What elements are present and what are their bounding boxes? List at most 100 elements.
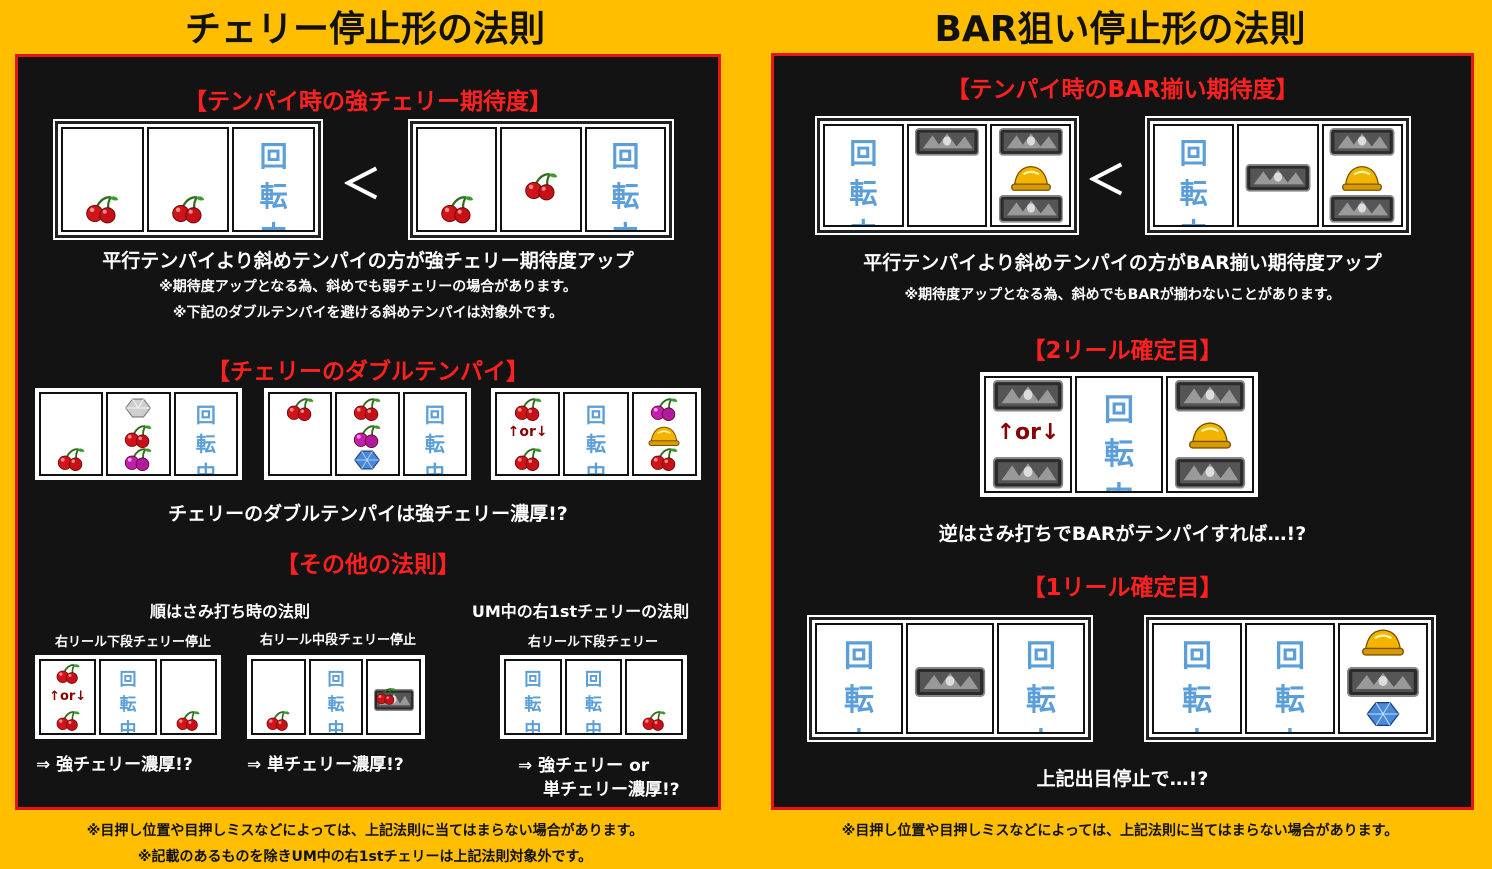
cherry-icon	[649, 447, 679, 471]
rotating-char: 転	[424, 431, 445, 456]
rotating-char: 回	[327, 670, 345, 691]
result-um-line1: ⇒ 強チェリー or	[518, 756, 650, 776]
reel: ↑or↓	[495, 392, 561, 476]
reel-set-1reel-b: 回転中 回転中	[1144, 615, 1436, 742]
reel-set-double-2: 回転中	[264, 388, 471, 480]
reel-set-2reel: ↑or↓ 回転中	[980, 372, 1258, 497]
left-footnote-2: ※記載のあるものを除きUM中の右1stチェリーは上記法則対象外です。	[137, 849, 593, 865]
right-title: BAR狙い停止形の法則	[934, 9, 1306, 50]
reel-rotating: 回転中	[308, 659, 364, 735]
rotating-char: 回	[585, 670, 602, 691]
bar-icon	[1330, 195, 1395, 223]
bell-icon	[1340, 164, 1384, 192]
cherry-icon	[439, 194, 475, 224]
reel	[500, 127, 582, 232]
reel	[625, 659, 684, 735]
rotating-char: 転	[524, 695, 542, 716]
reel	[990, 124, 1072, 227]
reel	[366, 659, 422, 735]
blue-gem-icon	[1364, 700, 1402, 728]
rotating-char: 転	[585, 695, 602, 716]
left-section-strong-cherry: 【テンパイ時の強チェリー期待度】	[184, 89, 552, 115]
reel-set-double-1: 回転中	[35, 388, 242, 480]
rotating-char: 転	[1104, 436, 1134, 472]
rotating-char: 転	[195, 431, 216, 456]
bell-icon	[1360, 627, 1406, 657]
reel	[631, 392, 697, 476]
bar-icon	[993, 457, 1064, 489]
result-um-line2: 単チェリー濃厚!?	[543, 780, 680, 800]
up-or-down-text: ↑or↓	[49, 689, 87, 704]
white-gem-icon	[123, 397, 153, 419]
reel	[159, 659, 217, 735]
left-panel: 【テンパイ時の強チェリー期待度】 回転中 ＜ 回転中 平行テンパイより斜めテンパ…	[15, 54, 721, 810]
reel	[146, 127, 230, 232]
rotating-char: 回	[119, 670, 137, 691]
cherry-icon	[84, 194, 120, 224]
reel	[416, 127, 498, 232]
rotating-char: 転	[585, 431, 606, 456]
rotating-char: 中	[260, 215, 288, 230]
cherry-icon	[55, 663, 81, 684]
cherry-icon	[375, 687, 397, 705]
cherry-icon	[123, 424, 153, 448]
rotating-char: 中	[611, 215, 639, 230]
bar-icon	[998, 195, 1062, 223]
rotating-char: 中	[1026, 719, 1056, 732]
rotating-char: 回	[611, 140, 640, 174]
rotating-char: 転	[119, 695, 137, 716]
rotating-char: 中	[195, 460, 216, 476]
reel-rotating: 回転中	[584, 127, 666, 232]
reel	[906, 623, 994, 734]
reel-rotating: 回転中	[997, 623, 1085, 734]
rotating-char: 転	[1182, 683, 1212, 719]
bar-icon	[1175, 457, 1246, 489]
reel-rotating: 回転中	[823, 124, 904, 227]
cherry-icon	[523, 171, 559, 201]
right-section-bar-align: 【テンパイ時のBAR揃い期待度】	[946, 77, 1299, 103]
left-section-other-rules: 【その他の法則】	[276, 552, 460, 578]
cherry-icon	[55, 710, 81, 731]
rotating-char: 回	[1104, 392, 1134, 428]
rotating-char: 回	[1182, 639, 1212, 675]
rotating-char: 中	[1104, 473, 1134, 491]
rotating-char: 中	[585, 720, 602, 735]
caption-right-lower-um: 右リール下段チェリー	[527, 635, 658, 650]
rotating-char: 転	[611, 180, 640, 214]
reel-rotating: 回転中	[504, 659, 562, 735]
reel-set-1reel-a: 回転中 回転中	[807, 615, 1093, 742]
reel-rotating: 回転中	[173, 392, 238, 476]
reel-rotating: 回転中	[1153, 124, 1235, 227]
rotating-char: 回	[524, 670, 542, 691]
reel	[1321, 124, 1403, 227]
right-note1: ※期待度アップとなる為、斜めでもBARが揃わないことがあります。	[904, 287, 1341, 303]
rotating-char: 回	[1026, 639, 1056, 675]
rotating-char: 中	[327, 720, 345, 735]
cherry-icon	[56, 447, 86, 471]
right-line1: 平行テンパイより斜めテンパイの方がBAR揃い期待度アップ	[863, 252, 1382, 274]
rotating-char: 回	[1179, 136, 1208, 170]
reel-rotating: 回転中	[564, 659, 623, 735]
cherry-icon	[513, 447, 543, 471]
rotating-char: 転	[327, 695, 345, 716]
right-section-1reel: 【1リール確定目】	[1022, 575, 1223, 601]
reel-rotating: 回転中	[232, 127, 316, 232]
right-panel: 【テンパイ時のBAR揃い期待度】 回転中 ＜ 回転中 平行テンパイより斜めテンパ…	[771, 53, 1474, 810]
rotating-char: 中	[1180, 212, 1208, 225]
reel	[906, 124, 988, 227]
rotating-char: 中	[844, 719, 874, 732]
bar-icon	[1347, 667, 1419, 697]
reel: ↑or↓	[39, 659, 97, 735]
rotating-char: 回	[195, 402, 216, 427]
left-note1: ※期待度アップとなる為、斜めでも弱チェリーの場合があります。	[159, 279, 577, 295]
left-footnote-1: ※目押し位置や目押しミスなどによっては、上記法則に当てはまらない場合があります。	[86, 823, 644, 839]
reel	[39, 392, 104, 476]
rotating-char: 中	[1182, 719, 1212, 732]
sub-heading-sandwich: 順はさみ打ち時の法則	[149, 602, 310, 621]
up-or-down-text: ↑or↓	[507, 424, 548, 440]
bell-icon	[647, 425, 681, 447]
reel-set-other-1: ↑or↓ 回転中	[35, 655, 221, 739]
reel	[1166, 376, 1254, 493]
rotating-char: 中	[849, 212, 877, 225]
rotating-char: 中	[119, 720, 137, 735]
